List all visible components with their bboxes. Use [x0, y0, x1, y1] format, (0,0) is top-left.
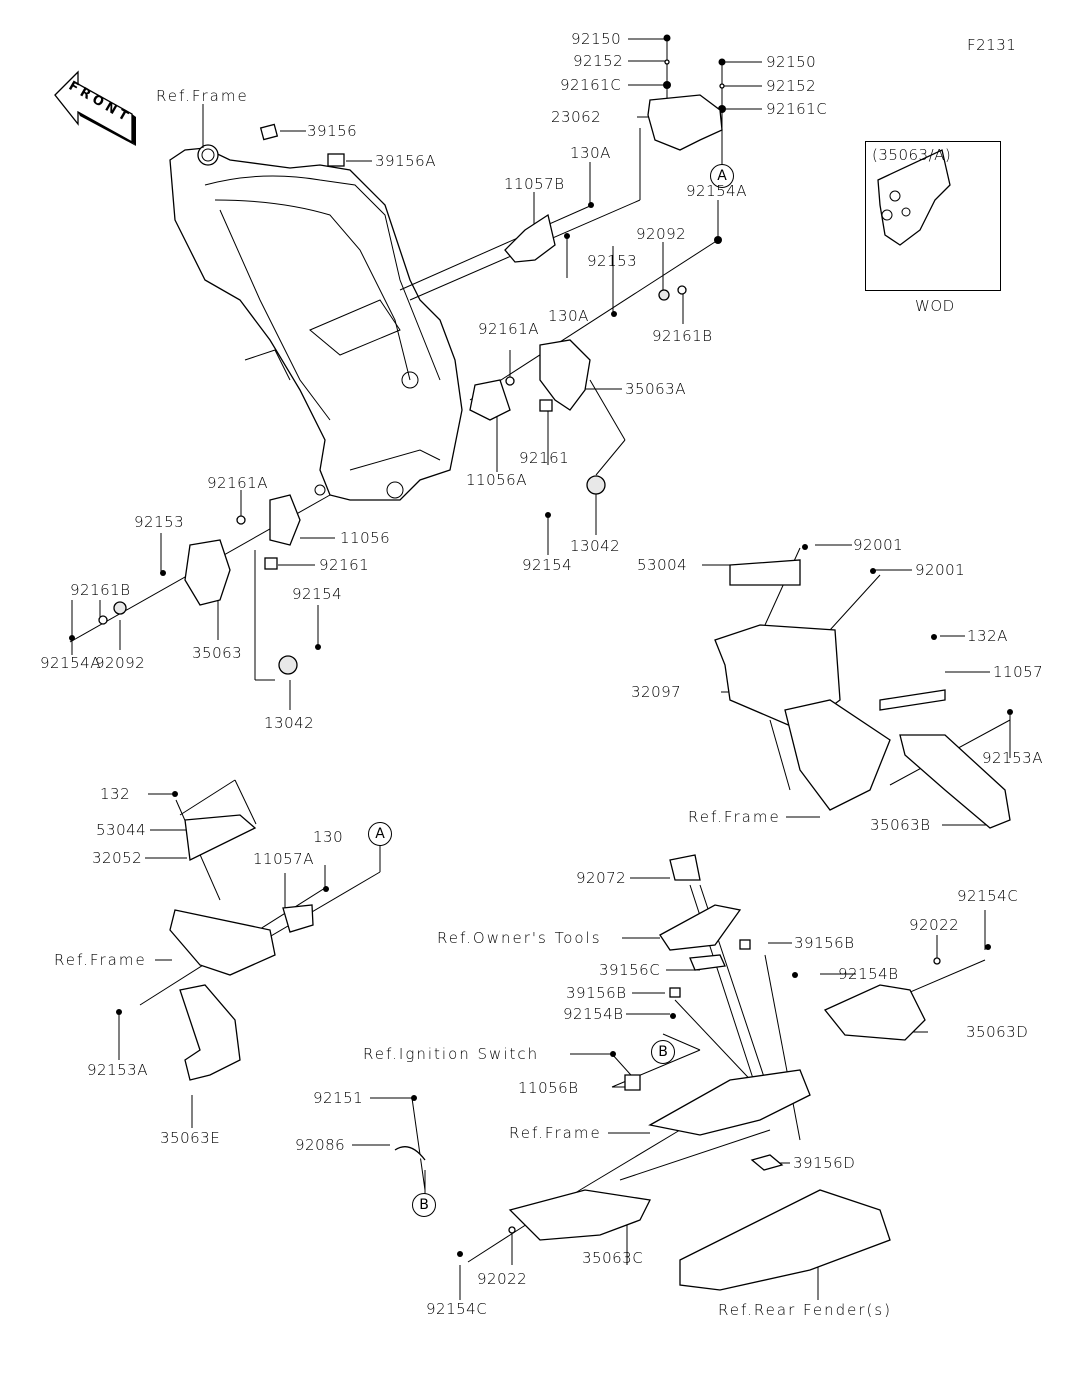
part-label: 11057A [253, 850, 314, 868]
part-label: 35063D [966, 1023, 1029, 1041]
part-label: 92150 [766, 53, 817, 71]
part-label: 92161 [319, 556, 370, 574]
inset-title: (35063/A) [872, 146, 952, 164]
part-label: 92154C [957, 887, 1019, 905]
part-label: 23062 [551, 108, 602, 126]
part-label: 92161A [207, 474, 268, 492]
part-label: 92154A [40, 654, 101, 672]
part-label: 92161A [478, 320, 539, 338]
part-label: 35063A [625, 380, 686, 398]
part-label: 92153 [587, 252, 638, 270]
part-label: 92161C [560, 76, 622, 94]
part-label: 92154B [838, 965, 899, 983]
part-label: 39156A [375, 152, 436, 170]
part-label: 130 [313, 828, 344, 846]
part-label: 32097 [631, 683, 682, 701]
part-label: 92092 [95, 654, 146, 672]
part-label: 92153A [87, 1061, 148, 1079]
part-label: 92154C [426, 1300, 488, 1318]
ref-rear-fenders-label: Ref.Rear Fender(s) [718, 1301, 893, 1319]
part-label: 132 [100, 785, 131, 803]
callout-b-mid: B [651, 1040, 675, 1064]
ref-frame-label: Ref.Frame [156, 87, 249, 105]
part-label: 92150 [571, 30, 622, 48]
part-label: 92022 [477, 1270, 528, 1288]
part-label: 92001 [853, 536, 904, 554]
part-label: 11057B [504, 175, 565, 193]
part-label: 92154B [563, 1005, 624, 1023]
part-label: 92152 [766, 77, 817, 95]
part-label: 39156D [793, 1154, 856, 1172]
part-label: 39156 [307, 122, 358, 140]
part-label: 92161B [652, 327, 713, 345]
ref-frame-label: Ref.Frame [688, 808, 781, 826]
part-label: 35063B [870, 816, 931, 834]
part-label: 92072 [576, 869, 627, 887]
part-label: 11057 [993, 663, 1044, 681]
callout-b-bottom: B [412, 1193, 436, 1217]
part-label: 92153A [982, 749, 1043, 767]
inset-box-35063-A: (35063/A) [865, 141, 1001, 291]
front-arrow-icon [54, 70, 136, 146]
ref-frame-label: Ref.Frame [54, 951, 147, 969]
part-label: 11056B [518, 1079, 579, 1097]
ref-ignition-switch-label: Ref.Ignition Switch [363, 1045, 540, 1063]
part-label: 92152 [573, 52, 624, 70]
part-label: 92161B [70, 581, 131, 599]
ref-frame-label: Ref.Frame [509, 1124, 602, 1142]
part-label: 11056A [466, 471, 527, 489]
part-label: 92161 [519, 449, 570, 467]
part-label: 13042 [570, 537, 621, 555]
part-label: 130A [548, 307, 589, 325]
inset-caption: WOD [915, 297, 955, 315]
part-label: 53004 [637, 556, 688, 574]
part-label: 35063 [192, 644, 243, 662]
main-frame-drawing [169, 144, 463, 501]
part-label: 32052 [92, 849, 143, 867]
part-label: 92086 [295, 1136, 346, 1154]
part-label: 39156C [599, 961, 661, 979]
part-label: 132A [967, 627, 1008, 645]
part-label: 35063C [582, 1249, 644, 1267]
part-label: 92161C [766, 100, 828, 118]
part-label: 39156B [566, 984, 627, 1002]
fastener-parts [69, 34, 1013, 1257]
bracket-parts [169, 94, 1011, 1291]
part-label: 130A [570, 144, 611, 162]
part-label: 53044 [96, 821, 147, 839]
part-label: 11056 [340, 529, 391, 547]
part-label: 13042 [264, 714, 315, 732]
part-label: 92151 [313, 1089, 364, 1107]
part-label: 92154 [522, 556, 573, 574]
part-label: 92154A [686, 182, 747, 200]
callout-a-top: A [710, 164, 734, 188]
part-label: 39156B [794, 934, 855, 952]
part-label: 92092 [636, 225, 687, 243]
part-label: 92022 [909, 916, 960, 934]
part-label: 35063E [160, 1129, 221, 1147]
ref-owners-tools-label: Ref.Owner's Tools [437, 929, 602, 947]
callout-a-left: A [368, 822, 392, 846]
diagram-code: F2131 [967, 36, 1017, 54]
part-label: 92154 [292, 585, 343, 603]
part-label: 92153 [134, 513, 185, 531]
part-label: 92001 [915, 561, 966, 579]
